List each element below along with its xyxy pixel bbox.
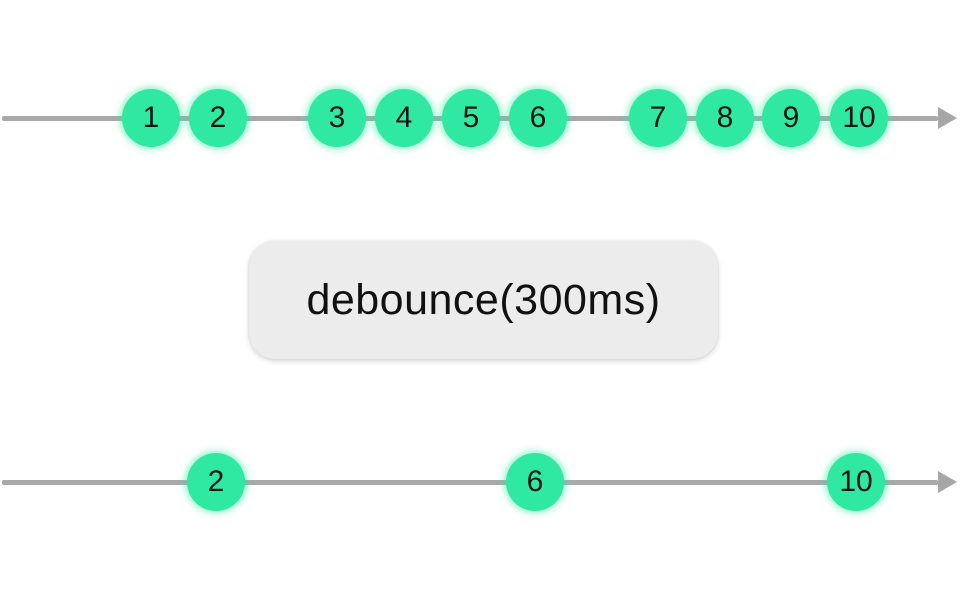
marble-3: 3 [308, 89, 366, 147]
marble-10: 10 [827, 453, 885, 511]
marble-2: 2 [189, 89, 247, 147]
source-timeline-arrowhead-icon [938, 107, 957, 129]
marble-9: 9 [762, 89, 820, 147]
marble-6: 6 [509, 89, 567, 147]
marble-10: 10 [830, 89, 888, 147]
output-timeline-arrowhead-icon [938, 471, 957, 493]
marble-2: 2 [187, 453, 245, 511]
marble-1: 1 [122, 89, 180, 147]
marble-4: 4 [375, 89, 433, 147]
marble-7: 7 [629, 89, 687, 147]
marble-8: 8 [696, 89, 754, 147]
marble-5: 5 [442, 89, 500, 147]
marble-6: 6 [506, 453, 564, 511]
operator-label: debounce(300ms) [306, 275, 661, 324]
operator-box: debounce(300ms) [249, 241, 718, 359]
output-timeline-line [2, 479, 938, 485]
